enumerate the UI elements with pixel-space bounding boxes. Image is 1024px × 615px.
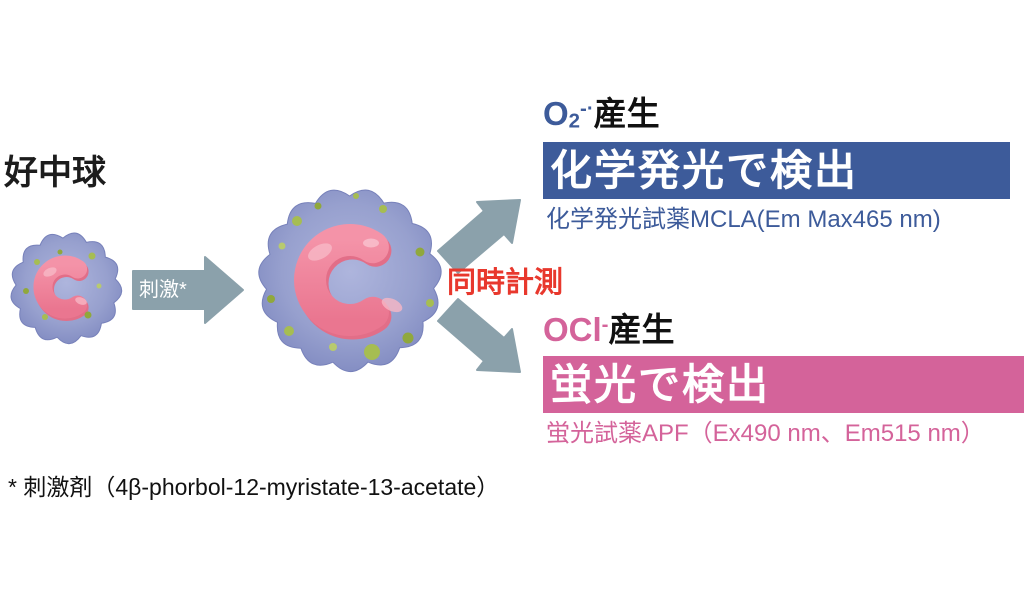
upper-detection-arrow [437,199,521,274]
superoxide-formula: O2-· [543,95,594,132]
cell-membrane [258,189,442,373]
stimulation-arrow-label: 刺激* [139,279,187,301]
cell-membrane [10,232,123,345]
hypochlorite-superscript: - [601,312,609,336]
nucleus-highlight [43,267,57,277]
nucleus-highlight [381,297,403,313]
nucleus-highlight [363,238,379,248]
fluorescence-reagent-label: 蛍光試薬APF（Ex490 nm、Em515 nm） [546,420,985,447]
neutrophil-label: 好中球 [4,154,106,192]
stimulant-footnote: * 刺激剤（4β-phorbol-12-myristate-13-acetate… [8,474,500,500]
hypochlorite-production-heading: OCl-産生 [543,311,675,348]
superoxide-subscript: 2 [568,109,581,133]
nucleus-highlight [75,297,87,305]
granules [23,249,102,320]
hypochlorite-production-word: 産生 [608,311,675,348]
hypochlorite-element: OCl [543,311,602,348]
lower-detection-arrow [437,298,521,373]
activated-neutrophil-illustration [258,189,442,373]
nucleus-highlight [308,243,332,261]
chemiluminescence-reagent-label: 化学発光試薬MCLA(Em Max465 nm) [546,206,941,233]
superoxide-superscript: -· [580,96,594,120]
cell-nucleus [294,224,389,336]
simultaneous-measurement-label: 同時計測 [447,267,564,299]
stimulation-arrow [132,256,244,324]
cell-nucleus [33,255,88,319]
fluorescence-detection-banner: 蛍光で検出 [543,356,1024,413]
hypochlorite-formula: OCl- [543,311,608,348]
superoxide-production-word: 産生 [593,95,660,132]
resting-neutrophil-illustration [10,232,123,345]
superoxide-production-heading: O2-·産生 [543,95,660,133]
superoxide-element: O [543,95,569,132]
chemiluminescence-detection-banner: 化学発光で検出 [543,142,1010,199]
granules [267,193,434,360]
